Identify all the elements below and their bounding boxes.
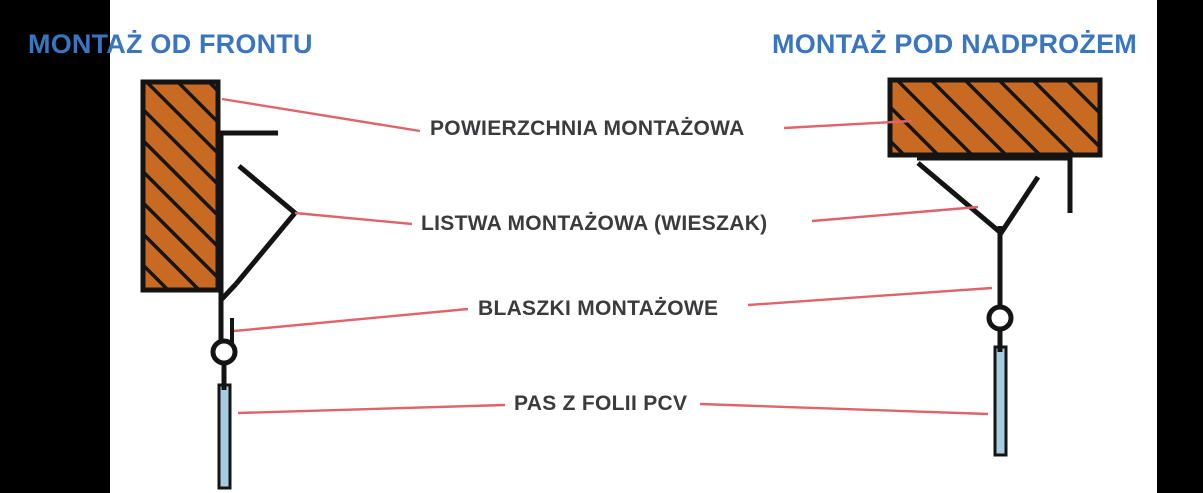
hanger-bracket-right <box>916 161 1041 237</box>
diagram-right-group <box>887 77 1103 457</box>
hanger-bracket-left <box>234 164 299 286</box>
leader-plates-left <box>233 307 469 333</box>
leader-pvc-right <box>699 402 989 416</box>
pvc-strip-right <box>993 345 1008 457</box>
leader-surface-left <box>221 97 421 133</box>
leader-pvc-left <box>237 403 506 415</box>
label-pvc-strip: PAS Z FOLII PCV <box>514 392 688 415</box>
hanger-bracket-left-tail <box>219 282 238 302</box>
heading-front-mount: MONTAŻ OD FRONTU <box>28 29 313 59</box>
leader-surface-right <box>783 119 913 130</box>
diagram-left-group <box>140 79 299 490</box>
heading-lintel-mount: MONTAŻ POD NADPROŻEM <box>772 29 1137 59</box>
leader-hanger-left <box>294 211 413 226</box>
mounting-plate-ring-right <box>986 304 1014 332</box>
leader-plates-right <box>747 286 993 307</box>
label-mounting-rail: LISTWA MONTAŻOWA (WIESZAK) <box>421 212 768 235</box>
label-mounting-surface: POWIERZCHNIA MONTAŻOWA <box>430 117 745 140</box>
leader-lines-group <box>221 97 993 416</box>
wall-block-left <box>140 79 221 293</box>
pvc-strip-left <box>217 383 232 490</box>
label-mounting-plates: BLASZKI MONTAŻOWE <box>478 297 719 320</box>
mounting-plate-ring-left <box>210 338 238 366</box>
leader-hanger-right <box>811 205 979 223</box>
wall-block-right <box>887 77 1103 158</box>
